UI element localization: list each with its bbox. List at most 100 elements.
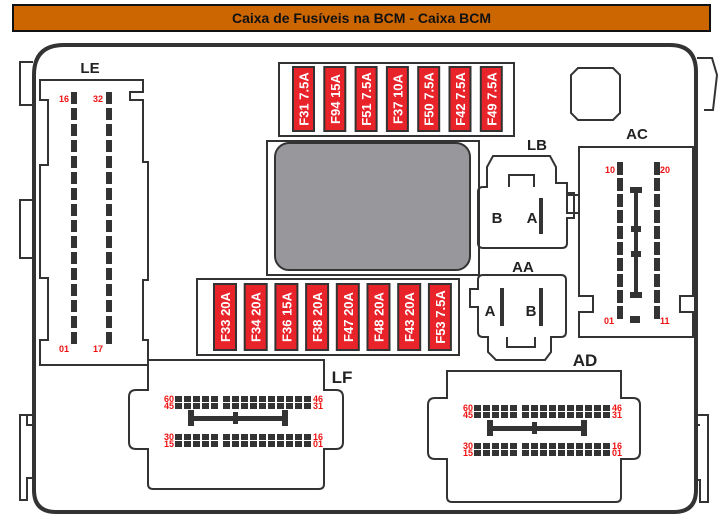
pin [501, 412, 508, 418]
pin [510, 405, 517, 411]
pin [576, 450, 583, 456]
pin [106, 92, 112, 104]
connector-le-label: LE [80, 60, 99, 77]
connector-aa[interactable]: AA A B [469, 259, 567, 361]
pin-label: 16 [612, 441, 622, 451]
pin [71, 172, 77, 184]
pin [71, 108, 77, 120]
pin [654, 242, 660, 255]
fuse-label: F37 10A [390, 73, 405, 123]
fuse-f50[interactable]: F50 7.5A [417, 66, 441, 132]
pin [223, 403, 230, 409]
pin-label: 01 [604, 316, 614, 326]
pin [304, 434, 311, 440]
pin [295, 434, 302, 440]
relay-block[interactable] [266, 140, 480, 276]
connector-lb-body [477, 155, 575, 249]
pin [277, 396, 284, 402]
fuse-f33[interactable]: F33 20A [213, 283, 237, 351]
pin [193, 434, 200, 440]
pin [259, 403, 266, 409]
fuse-row-top: F31 7.5A F94 15A F51 7.5A F37 10A F50 7.5A F4… [278, 62, 515, 137]
pin [304, 441, 311, 447]
pin [540, 405, 547, 411]
pin [576, 405, 583, 411]
keying-rail-cap [487, 420, 493, 436]
fuse-body [427, 283, 452, 351]
pin [71, 220, 77, 232]
pin [286, 396, 293, 402]
pin [630, 316, 640, 323]
pin [71, 236, 77, 248]
pin [617, 210, 623, 223]
keying-rail-cap [630, 292, 642, 298]
pin [474, 443, 481, 449]
keying-rail-cap [188, 410, 194, 426]
pin [474, 412, 481, 418]
pin [223, 434, 230, 440]
pin [106, 124, 112, 136]
pin [654, 210, 660, 223]
fuse-f49[interactable]: F49 7.5A [479, 66, 503, 132]
pin [277, 434, 284, 440]
pin [474, 405, 481, 411]
pin [594, 405, 601, 411]
pin [106, 156, 112, 168]
pin [175, 396, 182, 402]
pin [522, 443, 529, 449]
fuse-body [385, 66, 409, 132]
pin-label: 60 [463, 403, 473, 413]
housing-tab-left-bottom [19, 414, 33, 501]
fuse-label: F36 15A [279, 291, 294, 341]
fuse-f43[interactable]: F43 20A [397, 283, 422, 351]
fuse-f34[interactable]: F34 20A [243, 283, 268, 351]
pin-label: 15 [164, 439, 174, 449]
pin [522, 412, 529, 418]
connector-le-pins [71, 92, 112, 344]
pin [492, 443, 499, 449]
fuse-label: F53 7.5A [433, 290, 448, 344]
pin [106, 332, 112, 344]
connector-le[interactable]: LE 16 32 01 17 [39, 60, 149, 366]
pin [106, 108, 112, 120]
pin [654, 194, 660, 207]
fuse-f31[interactable]: F31 7.5A [292, 66, 315, 132]
fuse-f53[interactable]: F53 7.5A [427, 283, 452, 351]
connector-aa-body [469, 274, 567, 361]
pin-label: 31 [313, 401, 323, 411]
fuse-f37[interactable]: F37 10A [385, 66, 409, 132]
pin [585, 443, 592, 449]
terminal-label: A [527, 210, 538, 227]
fuse-f47[interactable]: F47 20A [335, 283, 360, 351]
pin [71, 252, 77, 264]
fuse-f42[interactable]: F42 7.5A [448, 66, 472, 132]
pin [567, 450, 574, 456]
fuse-body [213, 283, 237, 351]
pin [223, 396, 230, 402]
fuse-f48[interactable]: F48 20A [366, 283, 391, 351]
pin [106, 220, 112, 232]
keying-rail-cap [581, 420, 587, 436]
fuse-f36[interactable]: F36 15A [274, 283, 299, 351]
fuse-f94[interactable]: F94 15A [323, 66, 347, 132]
pin [175, 441, 182, 447]
terminal-blade [539, 288, 543, 326]
pin [71, 268, 77, 280]
keying-rail-cap [630, 187, 642, 193]
pin [184, 403, 191, 409]
connector-ac[interactable]: AC 10 20 01 11 [566, 126, 694, 338]
fuse-label: F51 7.5A [359, 72, 374, 126]
fuse-f38[interactable]: F38 20A [305, 283, 330, 351]
pin [531, 412, 538, 418]
pin-label: 01 [59, 344, 69, 354]
pin [211, 396, 218, 402]
fuse-body [292, 66, 315, 132]
connector-lb[interactable]: LB B A [477, 137, 575, 249]
pin [567, 412, 574, 418]
fuse-f51[interactable]: F51 7.5A [354, 66, 378, 132]
fuse-label: F47 20A [341, 291, 356, 341]
pin [71, 188, 77, 200]
